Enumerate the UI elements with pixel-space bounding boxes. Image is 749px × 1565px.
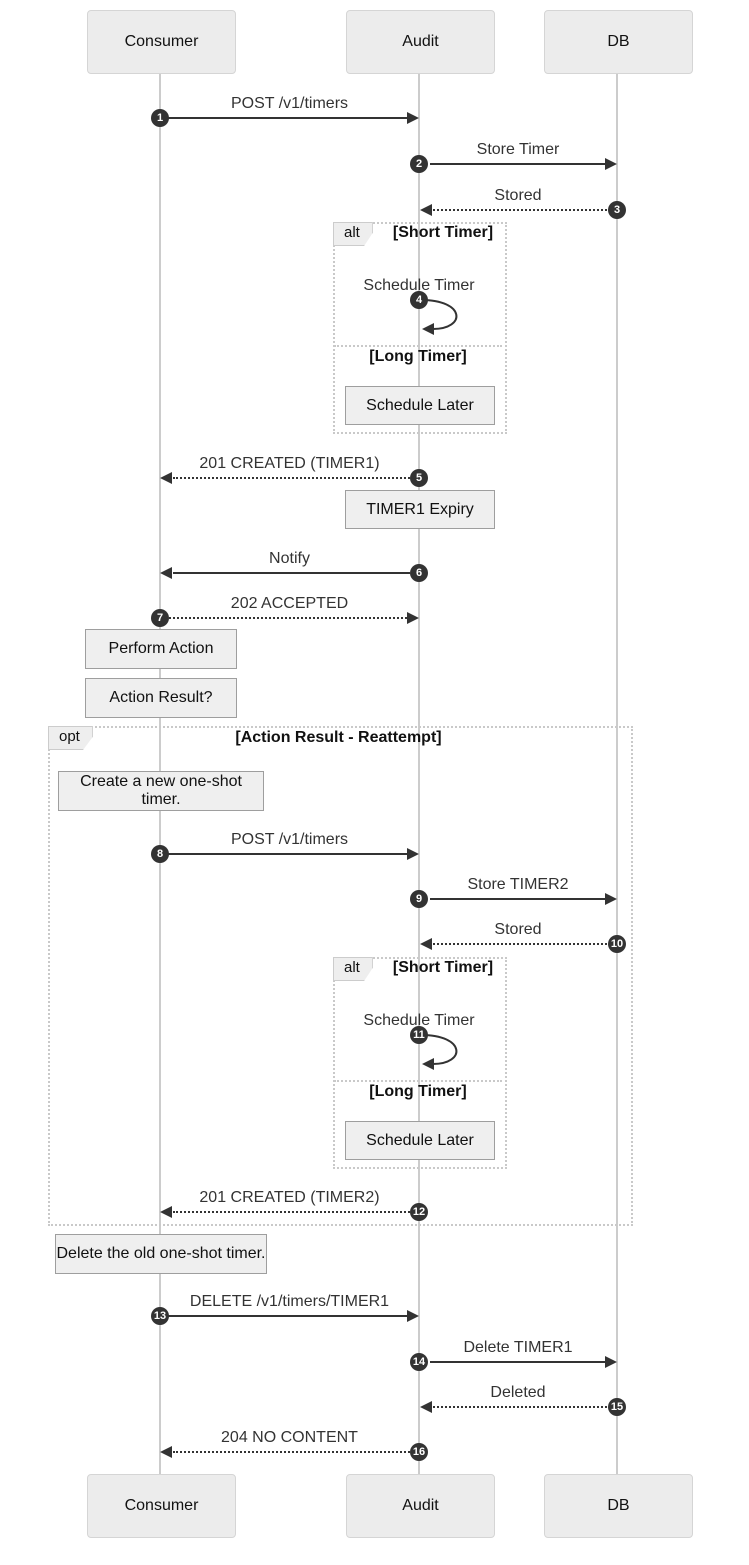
sequence-number: 15: [608, 1398, 626, 1416]
message-line: [433, 209, 607, 211]
message-label: Notify: [269, 550, 310, 567]
lifeline-audit: [418, 73, 420, 1474]
arrowhead-right-icon: [407, 112, 419, 124]
message-label: 201 CREATED (TIMER2): [199, 1189, 380, 1206]
arrowhead-right-icon: [407, 848, 419, 860]
self-loop-arrow: [420, 299, 458, 335]
fragment-alt-2: [333, 957, 507, 1169]
fragment-alt-1-guard-short: [Short Timer]: [392, 224, 494, 241]
note-perform-action: Perform Action: [85, 629, 237, 669]
message-label: Schedule Timer: [363, 1012, 475, 1029]
message-label: 202 ACCEPTED: [230, 595, 349, 612]
sequence-number: 5: [410, 469, 428, 487]
message-line: [430, 163, 605, 165]
message-line: [161, 617, 407, 619]
fragment-alt-2-guard-long: [Long Timer]: [369, 1083, 467, 1100]
sequence-number: 11: [410, 1026, 428, 1044]
note-delete-old-timer: Delete the old one-shot timer.: [55, 1234, 267, 1274]
lifeline-db: [616, 73, 618, 1474]
message-label: 201 CREATED (TIMER1): [199, 455, 380, 472]
self-loop-arrow: [420, 1034, 458, 1070]
arrowhead-right-icon: [605, 158, 617, 170]
message-line: [161, 117, 407, 119]
fragment-opt-label: opt: [48, 726, 93, 750]
message-label: POST /v1/timers: [230, 95, 349, 112]
sequence-number: 12: [410, 1203, 428, 1221]
sequence-number: 14: [410, 1353, 428, 1371]
fragment-opt: [48, 726, 633, 1226]
participant-db-top: DB: [544, 10, 693, 74]
arrowhead-right-icon: [407, 612, 419, 624]
sequence-number: 3: [608, 201, 626, 219]
sequence-number: 13: [151, 1307, 169, 1325]
fragment-alt-2-guard-short: [Short Timer]: [392, 959, 494, 976]
message-line: [430, 1361, 605, 1363]
arrowhead-left-icon: [160, 1446, 172, 1458]
note-action-result: Action Result?: [85, 678, 237, 718]
sequence-number: 8: [151, 845, 169, 863]
fragment-alt-2-label: alt: [333, 957, 373, 981]
fragment-alt-1-guard-long: [Long Timer]: [369, 348, 467, 365]
participant-consumer-bottom: Consumer: [87, 1474, 236, 1538]
message-line: [173, 477, 410, 479]
message-line: [161, 1315, 407, 1317]
sequence-number: 16: [410, 1443, 428, 1461]
fragment-alt-1-label: alt: [333, 222, 373, 246]
sequence-number: 1: [151, 109, 169, 127]
participant-audit-top: Audit: [346, 10, 495, 74]
message-line: [173, 1451, 410, 1453]
arrowhead-right-icon: [605, 893, 617, 905]
arrowhead-left-icon: [160, 1206, 172, 1218]
arrowhead-right-icon: [407, 1310, 419, 1322]
message-label: Stored: [494, 187, 542, 204]
message-label: Store Timer: [476, 141, 560, 158]
message-line: [161, 853, 407, 855]
fragment-alt-2-divider: [334, 1080, 502, 1082]
message-line: [430, 898, 605, 900]
message-line: [173, 572, 410, 574]
message-label: 204 NO CONTENT: [221, 1429, 358, 1446]
sequence-number: 9: [410, 890, 428, 908]
message-label: Delete TIMER1: [463, 1339, 573, 1356]
message-label: POST /v1/timers: [230, 831, 349, 848]
participant-consumer-top: Consumer: [87, 10, 236, 74]
arrowhead-left-icon: [160, 472, 172, 484]
message-line: [433, 1406, 607, 1408]
message-line: [433, 943, 607, 945]
participant-db-bottom: DB: [544, 1474, 693, 1538]
note-schedule-later-2: Schedule Later: [345, 1121, 495, 1160]
arrowhead-left-icon: [420, 204, 432, 216]
sequence-number: 2: [410, 155, 428, 173]
note-timer1-expiry: TIMER1 Expiry: [345, 490, 495, 529]
arrowhead-left-icon: [420, 938, 432, 950]
arrowhead-left-icon: [160, 567, 172, 579]
participant-audit-bottom: Audit: [346, 1474, 495, 1538]
note-create-new-timer: Create a new one-shot timer.: [58, 771, 264, 811]
message-label: Store TIMER2: [467, 876, 569, 893]
sequence-number: 4: [410, 291, 428, 309]
sequence-number: 10: [608, 935, 626, 953]
message-line: [173, 1211, 410, 1213]
fragment-opt-guard: [Action Result - Reattempt]: [235, 729, 442, 746]
sequence-number: 6: [410, 564, 428, 582]
sequence-number: 7: [151, 609, 169, 627]
arrowhead-left-icon: [420, 1401, 432, 1413]
message-label: Schedule Timer: [363, 277, 475, 294]
message-label: DELETE /v1/timers/TIMER1: [189, 1293, 390, 1310]
fragment-alt-1-divider: [334, 345, 502, 347]
arrowhead-right-icon: [605, 1356, 617, 1368]
message-label: Stored: [494, 921, 542, 938]
message-label: Deleted: [490, 1384, 546, 1401]
fragment-alt-1: [333, 222, 507, 434]
note-schedule-later-1: Schedule Later: [345, 386, 495, 425]
